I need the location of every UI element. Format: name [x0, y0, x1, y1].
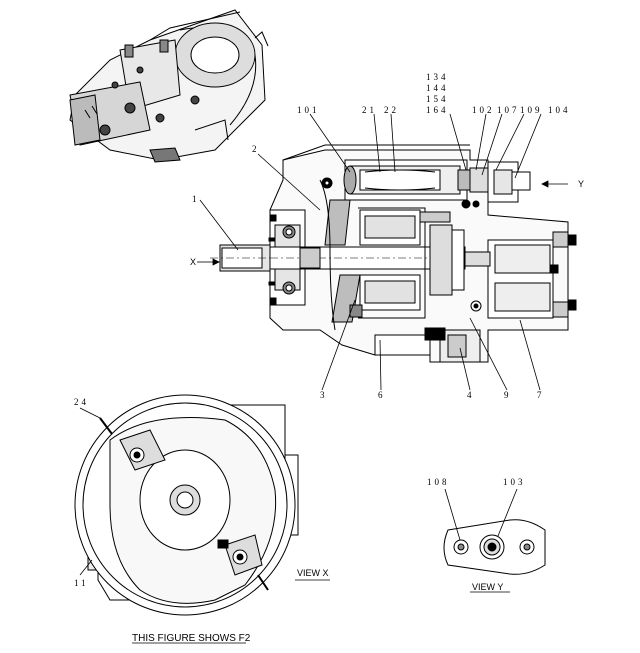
callout-107: 107 — [497, 105, 520, 115]
callout-101: 101 — [297, 105, 320, 115]
callout-109: 109 — [520, 105, 543, 115]
arrow-x-label: X — [190, 257, 196, 267]
view-y-drawing — [443, 488, 546, 593]
figure-caption: THIS FIGURE SHOWS F2 — [132, 633, 251, 644]
callout-2: 2 — [252, 144, 260, 154]
callout-134: 134 — [426, 72, 449, 82]
callout-1: 1 — [192, 194, 200, 204]
callout-24: 24 — [74, 397, 89, 407]
view-x-drawing — [74, 394, 330, 616]
section-view — [210, 144, 577, 363]
callout-104: 104 — [548, 105, 571, 115]
callout-4: 4 — [467, 390, 475, 400]
callout-103: 103 — [503, 477, 526, 487]
callout-22: 22 — [384, 105, 399, 115]
callout-164: 164 — [426, 105, 449, 115]
callout-3: 3 — [320, 390, 328, 400]
callout-144: 144 — [426, 83, 449, 93]
callout-6: 6 — [378, 390, 386, 400]
callout-108: 108 — [427, 477, 450, 487]
view-x-label: VIEW X — [297, 568, 329, 578]
callout-7: 7 — [537, 390, 545, 400]
callout-11: 11 — [74, 578, 89, 588]
view-y-label: VIEW Y — [472, 582, 503, 592]
callout-154: 154 — [426, 94, 449, 104]
callout-9: 9 — [504, 390, 512, 400]
callout-labels: 134 144 154 164 101 21 22 102 107 109 10… — [74, 72, 584, 644]
section-leader-lines — [197, 113, 568, 391]
isometric-pump-illustration — [69, 9, 269, 163]
callout-102: 102 — [472, 105, 495, 115]
arrow-y-label: Y — [578, 179, 584, 189]
callout-21: 21 — [362, 105, 377, 115]
